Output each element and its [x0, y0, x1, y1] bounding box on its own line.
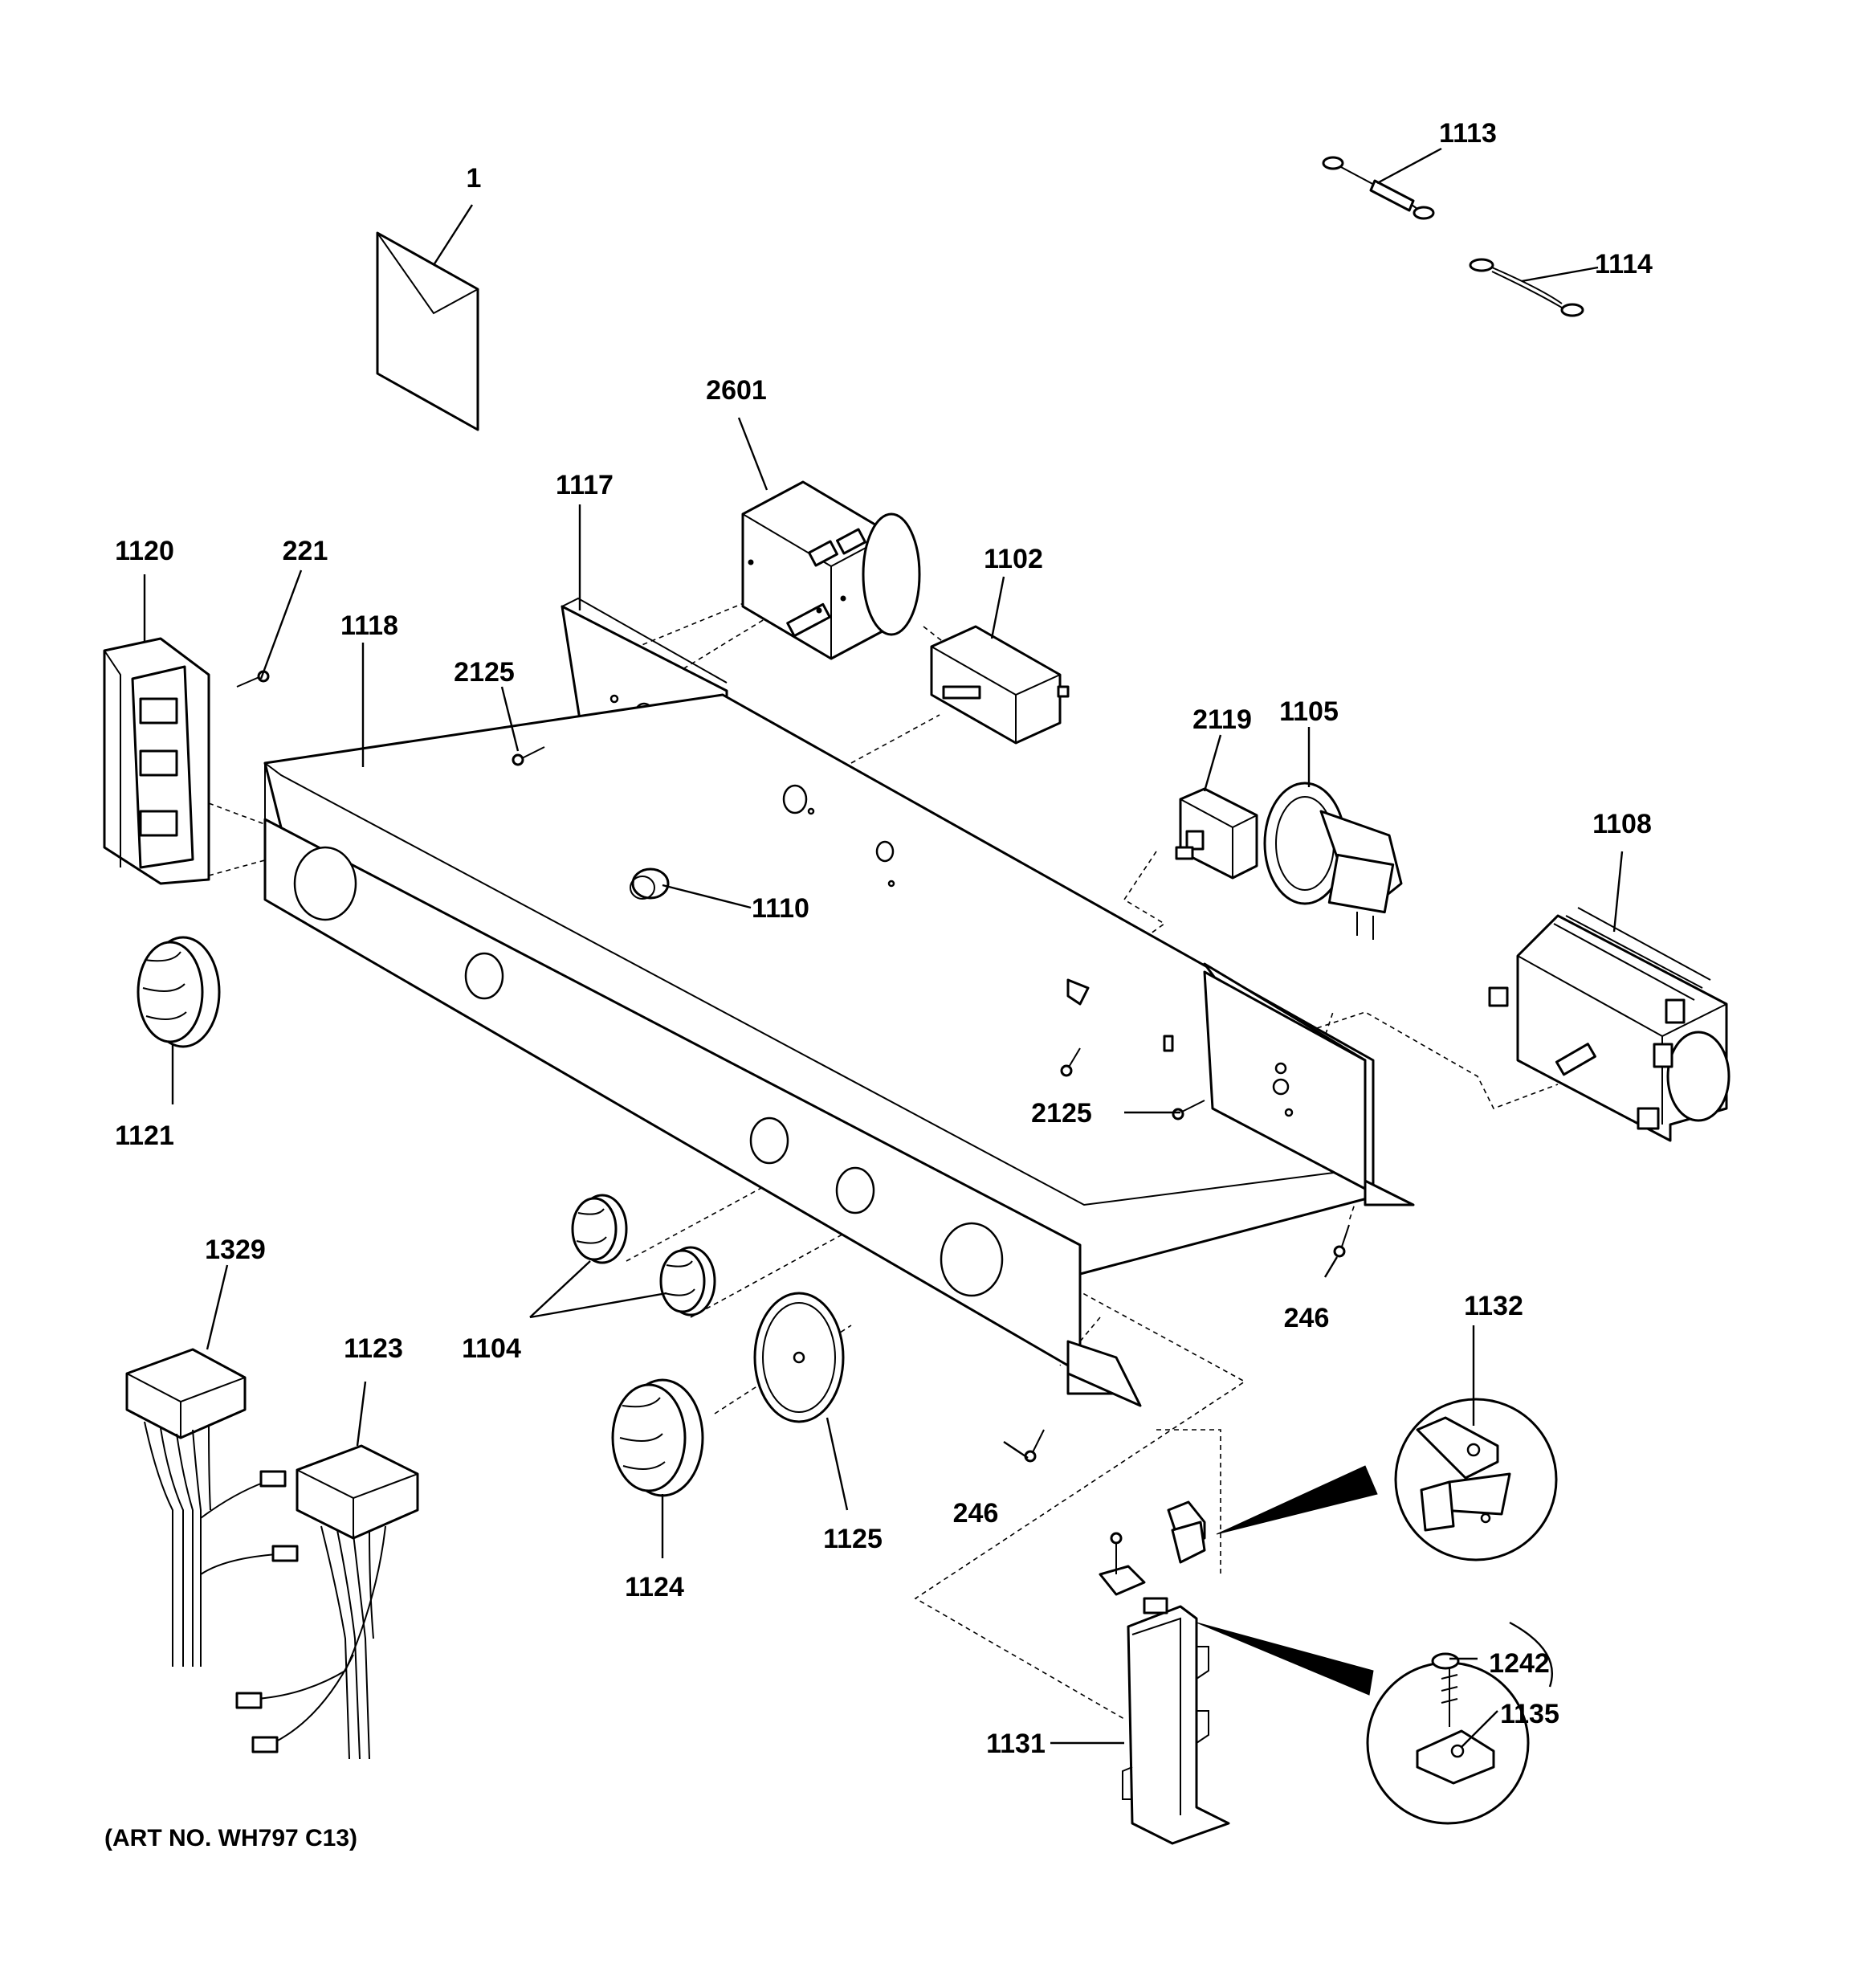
label-part-1114: 1114: [1595, 249, 1653, 280]
label-part-221: 221: [283, 536, 328, 566]
part-labels: 1 1113 1114 2601 1117 1120 221 1102 1118…: [104, 118, 1653, 1851]
label-part-1329: 1329: [205, 1235, 266, 1265]
label-part-1: 1: [467, 163, 482, 194]
timer-2601: [741, 480, 921, 660]
label-part-2601: 2601: [706, 375, 767, 406]
bracket-1131: [1122, 1605, 1230, 1845]
selector-switch-1102: [930, 625, 1070, 745]
label-part-1135: 1135: [1500, 1699, 1559, 1729]
label-part-1125: 1125: [823, 1524, 883, 1554]
leader-lines: [143, 147, 1624, 1748]
screw-2125-top: [512, 746, 545, 766]
label-part-1105: 1105: [1279, 696, 1339, 727]
label-part-1242: 1242: [1489, 1648, 1550, 1679]
label-part-2125-bottom: 2125: [1031, 1098, 1092, 1129]
bushing-1110: [630, 867, 670, 900]
knob-1104-upper: [571, 1194, 628, 1264]
harness-1123: [235, 1444, 419, 1760]
label-part-1118: 1118: [340, 610, 398, 641]
art-number: (ART NO. WH797 C13): [104, 1825, 357, 1851]
harness-1329: [125, 1348, 299, 1667]
label-part-2125-top: 2125: [454, 657, 515, 688]
label-part-1123: 1123: [344, 1333, 403, 1364]
knob-1121: [137, 936, 221, 1048]
label-part-246-right: 246: [1284, 1303, 1330, 1333]
label-part-1132: 1132: [1464, 1291, 1523, 1321]
detail-callout-1135: [1196, 1622, 1530, 1825]
label-part-1108: 1108: [1592, 809, 1652, 839]
wire-harness-1113: [1322, 156, 1435, 220]
label-part-1121: 1121: [115, 1121, 174, 1151]
wire-harness-1114: [1469, 258, 1584, 317]
detail-callout-1132: [1216, 1398, 1558, 1561]
nut-1135-small: [1099, 1532, 1168, 1614]
switch-2119: [1175, 787, 1258, 880]
label-part-246-bottom: 246: [953, 1498, 999, 1529]
screw-246-right: [1333, 1224, 1350, 1258]
clip-1132-small: [1167, 1500, 1206, 1564]
screw-246-bottom: [1024, 1429, 1045, 1463]
label-part-1131: 1131: [986, 1729, 1046, 1759]
label-part-1124: 1124: [625, 1572, 684, 1602]
pressure-switch-1105: [1263, 782, 1403, 940]
control-panel-1118: [263, 693, 1415, 1407]
label-part-1104: 1104: [462, 1333, 521, 1364]
envelope-part: [376, 231, 479, 431]
screw-2125-mid: [1060, 1047, 1081, 1077]
label-part-2119: 2119: [1192, 704, 1252, 735]
label-part-1120: 1120: [115, 536, 174, 566]
knob-1124: [611, 1378, 704, 1497]
end-cap-1120: [103, 637, 210, 885]
label-part-1117: 1117: [556, 470, 614, 500]
label-part-1110: 1110: [752, 893, 809, 924]
label-part-1113: 1113: [1439, 118, 1497, 149]
skirt-1125: [753, 1292, 845, 1423]
knob-1104-lower: [659, 1246, 716, 1316]
timer-motor-1108: [1488, 907, 1731, 1142]
label-part-1102: 1102: [984, 544, 1043, 574]
